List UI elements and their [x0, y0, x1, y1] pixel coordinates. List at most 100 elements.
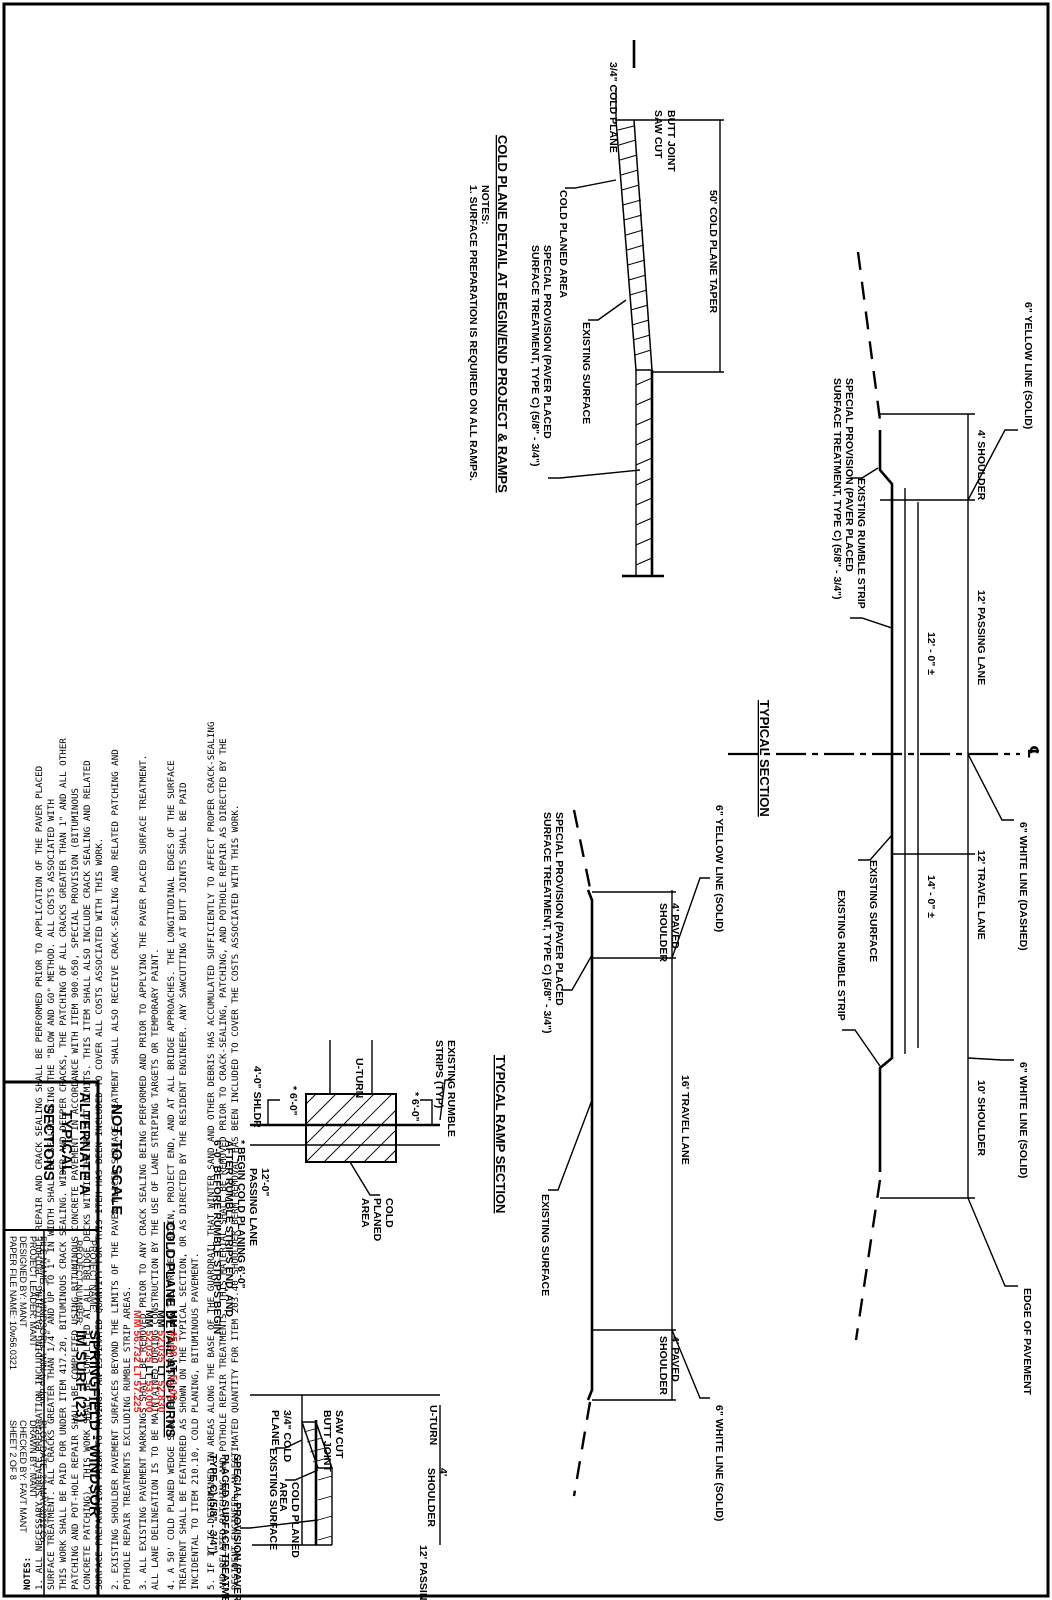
note-line: 1. ALL NECESSARY SURFACE PREPARATION INC…: [34, 766, 45, 1590]
leader: [967, 1197, 1018, 1287]
taper-label: 50' COLD PLANE TAPER: [707, 190, 719, 313]
passing-label: PASSING LANE: [247, 1168, 259, 1246]
profile-butt-joint: BUTT JOINT: [321, 1410, 333, 1472]
mile-marker-line: MM 52.035 LT 53.000: [143, 1310, 155, 1413]
ramp-treatment-label: SURFACE TREATMENT, TYPE C) (5/8" - 3/4"): [541, 812, 553, 1034]
leader: [439, 1079, 452, 1121]
designed-by: DESIGNED BY: MANT: [18, 1236, 28, 1328]
note-line: ALL LANE DELINEATION IS TO BE MAINTAINED…: [150, 948, 161, 1590]
general-notes: NOTES: 1. ALL NECESSARY SURFACE PREPARAT…: [22, 722, 241, 1590]
sheet-title-line: SECTIONS: [40, 1104, 57, 1181]
mile-marker-line: MM 45.00 LT 51.00: [167, 1310, 179, 1401]
planed-area-label: COLD PLANED AREA: [557, 190, 569, 299]
leader: [548, 1099, 593, 1191]
project-notes-heading: NOTES:: [479, 185, 491, 225]
treatment-label: SURFACE TREATMENT, TYPE C) (5/8" - 3/4"): [529, 245, 541, 467]
project-name-label: PROJECT NAME:: [88, 1240, 98, 1313]
typical-section: 6" YELLOW LINE (SOLID) 4' SHOULDER 12' P…: [728, 251, 1041, 1396]
passing-label: 12'-0": [259, 1168, 271, 1197]
rumble-strip-left-label: EXISTING RUMBLE STRIP: [855, 478, 867, 609]
yellow-line-label: 6" YELLOW LINE (SOLID): [1022, 302, 1034, 429]
uturn-detail-title: COLD PLANE DETAIL AT U-TURNS: [163, 1222, 178, 1438]
shoulder-label: 4'-0" SHLDR: [251, 1066, 263, 1128]
ramp-treatment-label: SPECIAL PROVISION (PAVER PLACED: [553, 812, 565, 1006]
footnote: * BEGIN COLD PLANING 6'-0": [235, 1140, 247, 1289]
profile-existing: EXISTING SURFACE: [267, 1448, 279, 1550]
treatment-label: SPECIAL PROVISION (PAVER PLACED: [541, 245, 553, 439]
project-number: IM SURF (23): [72, 1330, 89, 1423]
wedge-hatch: [617, 125, 652, 356]
profile-saw-cut: SAW CUT: [333, 1410, 345, 1459]
travel-width-label: 14' - 0" ±: [925, 875, 937, 918]
file-name: FILE NAME: z_WINDSOR\s_WIN-typ.dgn: [38, 1236, 48, 1404]
project-leader: PROJECT LEADER: MANT: [28, 1236, 38, 1347]
sheet-title-line: TYPICAL: [58, 1110, 75, 1174]
mile-marker-line: MM 56.732 LT 57.225: [131, 1310, 143, 1413]
footnote: 6'-0" BEFORE RUMBLE STRIPS BEGIN: [211, 1140, 223, 1334]
typical-ramp-section: 6" YELLOW LINE (SOLID) 4' PAVED SHOULDER…: [493, 805, 725, 1521]
note-line: RESIDENT ENGINEER. AN ESTIMATED QUANTITY…: [230, 805, 241, 1590]
leader: [850, 467, 879, 479]
profile-passing: 12' PASSING LANE: [417, 1545, 429, 1600]
paper-file-name: PAPER FILE NAME: 10w56.0321: [8, 1236, 18, 1370]
planed-area-hatch: [305, 1093, 397, 1163]
note-line: TREATMENT SHALL BE FEATHERED AS SHOWN ON…: [178, 782, 189, 1590]
centerline-symbol: ℄: [1024, 745, 1041, 758]
passing-width-label: 12' - 0" ±: [925, 632, 937, 675]
profile-treatment: TYPE C) (5/8" - 3/4"): [207, 1454, 219, 1554]
shoulder-left-label: 4' SHOULDER: [975, 430, 987, 501]
shoulder-right-label: 10' SHOULDER: [975, 1080, 987, 1156]
profile-treatment: SPECIAL PROVISION (PAVER: [231, 1454, 243, 1600]
leader: [858, 834, 893, 861]
edge-of-pavement-label: EDGE OF PAVEMENT: [1021, 1288, 1033, 1396]
dimension-right: * 6'-0": [409, 1092, 421, 1122]
travel-lane-label: 12' TRAVEL LANE: [975, 850, 987, 940]
planed-area-label: AREA: [359, 1198, 371, 1228]
profile-shoulder: SHOULDER: [425, 1468, 437, 1527]
mile-marker-line: MM 52.035 LT 52.830: [155, 1310, 167, 1413]
profile-treatment: PLACED SURFACE TREATMENT,: [219, 1454, 231, 1600]
leader: [285, 1469, 319, 1481]
leader: [548, 469, 641, 479]
leader: [671, 877, 710, 959]
profile-depth: PLANE: [269, 1410, 281, 1446]
mile-marker-list: MM 45.00 LT 51.00 MM 52.035 LT 52.830 MM…: [131, 1310, 179, 1413]
project-number-label: PROJECT NUMBER:: [74, 1240, 84, 1326]
cold-plane-depth-label: 3/4" COLD PLANE: [607, 62, 619, 153]
passing-lane-label: 12' PASSING LANE: [975, 590, 987, 685]
note-line: 2. EXISTING SHOULDER PAVEMENT SURFACES B…: [110, 749, 121, 1590]
existing-surface-label: EXISTING SURFACE: [867, 860, 879, 962]
project-name: SPRINGFIELD - WINDSOR: [86, 1330, 103, 1517]
cold-planed-wedge: [615, 119, 653, 371]
rumble-label: EXISTING RUMBLE: [445, 1040, 457, 1137]
note-line: 3. ALL EXISTING PAVEMENT MARKINGS SHALL …: [138, 755, 149, 1590]
profile-planed: AREA: [277, 1482, 289, 1512]
note-line: THIS WORK SHALL BE PAID FOR UNDER ITEM 4…: [58, 738, 69, 1590]
project-note: 1. SURFACE PREPARATION IS REQUIRED ON AL…: [467, 185, 479, 481]
leader: [967, 753, 1014, 821]
notes-heading: NOTES:: [22, 1557, 33, 1590]
cold-planed-area: [305, 1093, 397, 1163]
ramp-existing-surface: EXISTING SURFACE: [539, 1194, 551, 1296]
ramp-shoulder-left: 4' PAVED: [669, 903, 681, 949]
ramp-travel-lane: 16' TRAVEL LANE: [679, 1075, 691, 1165]
ramp-slope-left: [572, 809, 592, 889]
note-line: CONCRETE PATCHING). THIS WORK SHALL BE C…: [82, 760, 93, 1590]
cold-plane-detail-project: 3/4" COLD PLANE SAW CUT BUTT JOINT 50' C…: [467, 40, 724, 578]
ramp-shoulder-right: 4' PAVED: [669, 1336, 681, 1382]
leader: [588, 299, 627, 321]
profile-planed: COLD PLANED: [289, 1482, 301, 1558]
existing-hatch: [635, 377, 653, 566]
profile-uturn-label: U-TURN: [427, 1405, 439, 1445]
leader: [562, 954, 593, 991]
leader: [671, 1329, 710, 1399]
slope-line-left: [856, 251, 882, 421]
treatment-label: SPECIAL PROVISION (PAVER PLACED: [843, 378, 855, 572]
cold-plane-project-title: COLD PLANE DETAIL AT BEGIN/END PROJECT &…: [495, 135, 510, 493]
note-line: AND RELATED PATCHING AND POTHOLE REPAIR …: [218, 738, 229, 1590]
sheet-title-line: ALTERNATE A: [76, 1092, 93, 1195]
rumble-label: STRIPS (TYP): [433, 1040, 445, 1108]
slope-line-right: [854, 1179, 882, 1341]
